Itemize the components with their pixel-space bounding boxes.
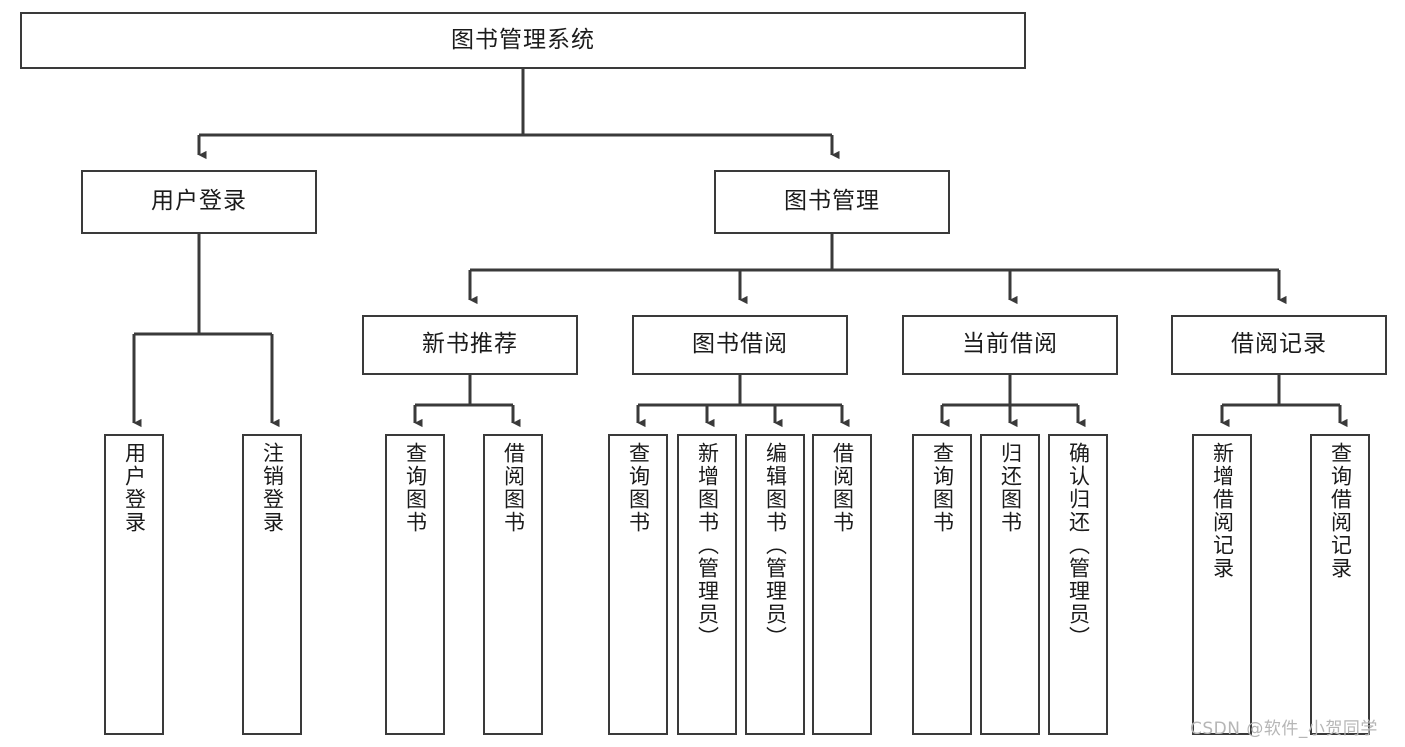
node-label: 查询借阅记录 xyxy=(1328,442,1353,580)
node-leaf-confirm-return[interactable]: 确认归还（管理员） xyxy=(1048,434,1108,735)
node-label: 用户登录 xyxy=(122,442,147,534)
node-label: 编辑图书（管理员） xyxy=(763,442,788,649)
node-label: 借阅图书 xyxy=(830,442,855,534)
node-leaf-query-book-1[interactable]: 查询图书 xyxy=(385,434,445,735)
node-label: 图书借阅 xyxy=(692,331,788,358)
node-label: 查询图书 xyxy=(403,442,428,534)
node-label: 归还图书 xyxy=(998,442,1023,534)
node-root-book-management-system[interactable]: 图书管理系统 xyxy=(20,12,1026,69)
node-current-borrow[interactable]: 当前借阅 xyxy=(902,315,1118,375)
node-label: 图书管理 xyxy=(784,188,880,215)
node-leaf-add-book[interactable]: 新增图书（管理员） xyxy=(677,434,737,735)
node-leaf-query-book-3[interactable]: 查询图书 xyxy=(912,434,972,735)
node-book-management[interactable]: 图书管理 xyxy=(714,170,950,234)
node-label: 图书管理系统 xyxy=(451,26,595,53)
node-leaf-query-record[interactable]: 查询借阅记录 xyxy=(1310,434,1370,735)
node-label: 查询图书 xyxy=(626,442,651,534)
node-label: 注销登录 xyxy=(260,442,285,534)
node-label: 借阅记录 xyxy=(1231,331,1327,358)
node-book-borrow[interactable]: 图书借阅 xyxy=(632,315,848,375)
node-label: 查询图书 xyxy=(930,442,955,534)
node-label: 确认归还（管理员） xyxy=(1066,442,1091,649)
node-user-login[interactable]: 用户登录 xyxy=(81,170,317,234)
node-leaf-logout[interactable]: 注销登录 xyxy=(242,434,302,735)
node-label: 新增图书（管理员） xyxy=(695,442,720,649)
node-leaf-edit-book[interactable]: 编辑图书（管理员） xyxy=(745,434,805,735)
node-borrow-record[interactable]: 借阅记录 xyxy=(1171,315,1387,375)
node-label: 新增借阅记录 xyxy=(1210,442,1235,580)
node-leaf-user-login[interactable]: 用户登录 xyxy=(104,434,164,735)
node-leaf-add-record[interactable]: 新增借阅记录 xyxy=(1192,434,1252,735)
node-leaf-borrow-book-2[interactable]: 借阅图书 xyxy=(812,434,872,735)
node-label: 当前借阅 xyxy=(962,331,1058,358)
node-label: 新书推荐 xyxy=(422,331,518,358)
node-label: 用户登录 xyxy=(151,188,247,215)
node-leaf-return-book[interactable]: 归还图书 xyxy=(980,434,1040,735)
node-new-book-recommend[interactable]: 新书推荐 xyxy=(362,315,578,375)
node-leaf-borrow-book-1[interactable]: 借阅图书 xyxy=(483,434,543,735)
node-leaf-query-book-2[interactable]: 查询图书 xyxy=(608,434,668,735)
node-label: 借阅图书 xyxy=(501,442,526,534)
